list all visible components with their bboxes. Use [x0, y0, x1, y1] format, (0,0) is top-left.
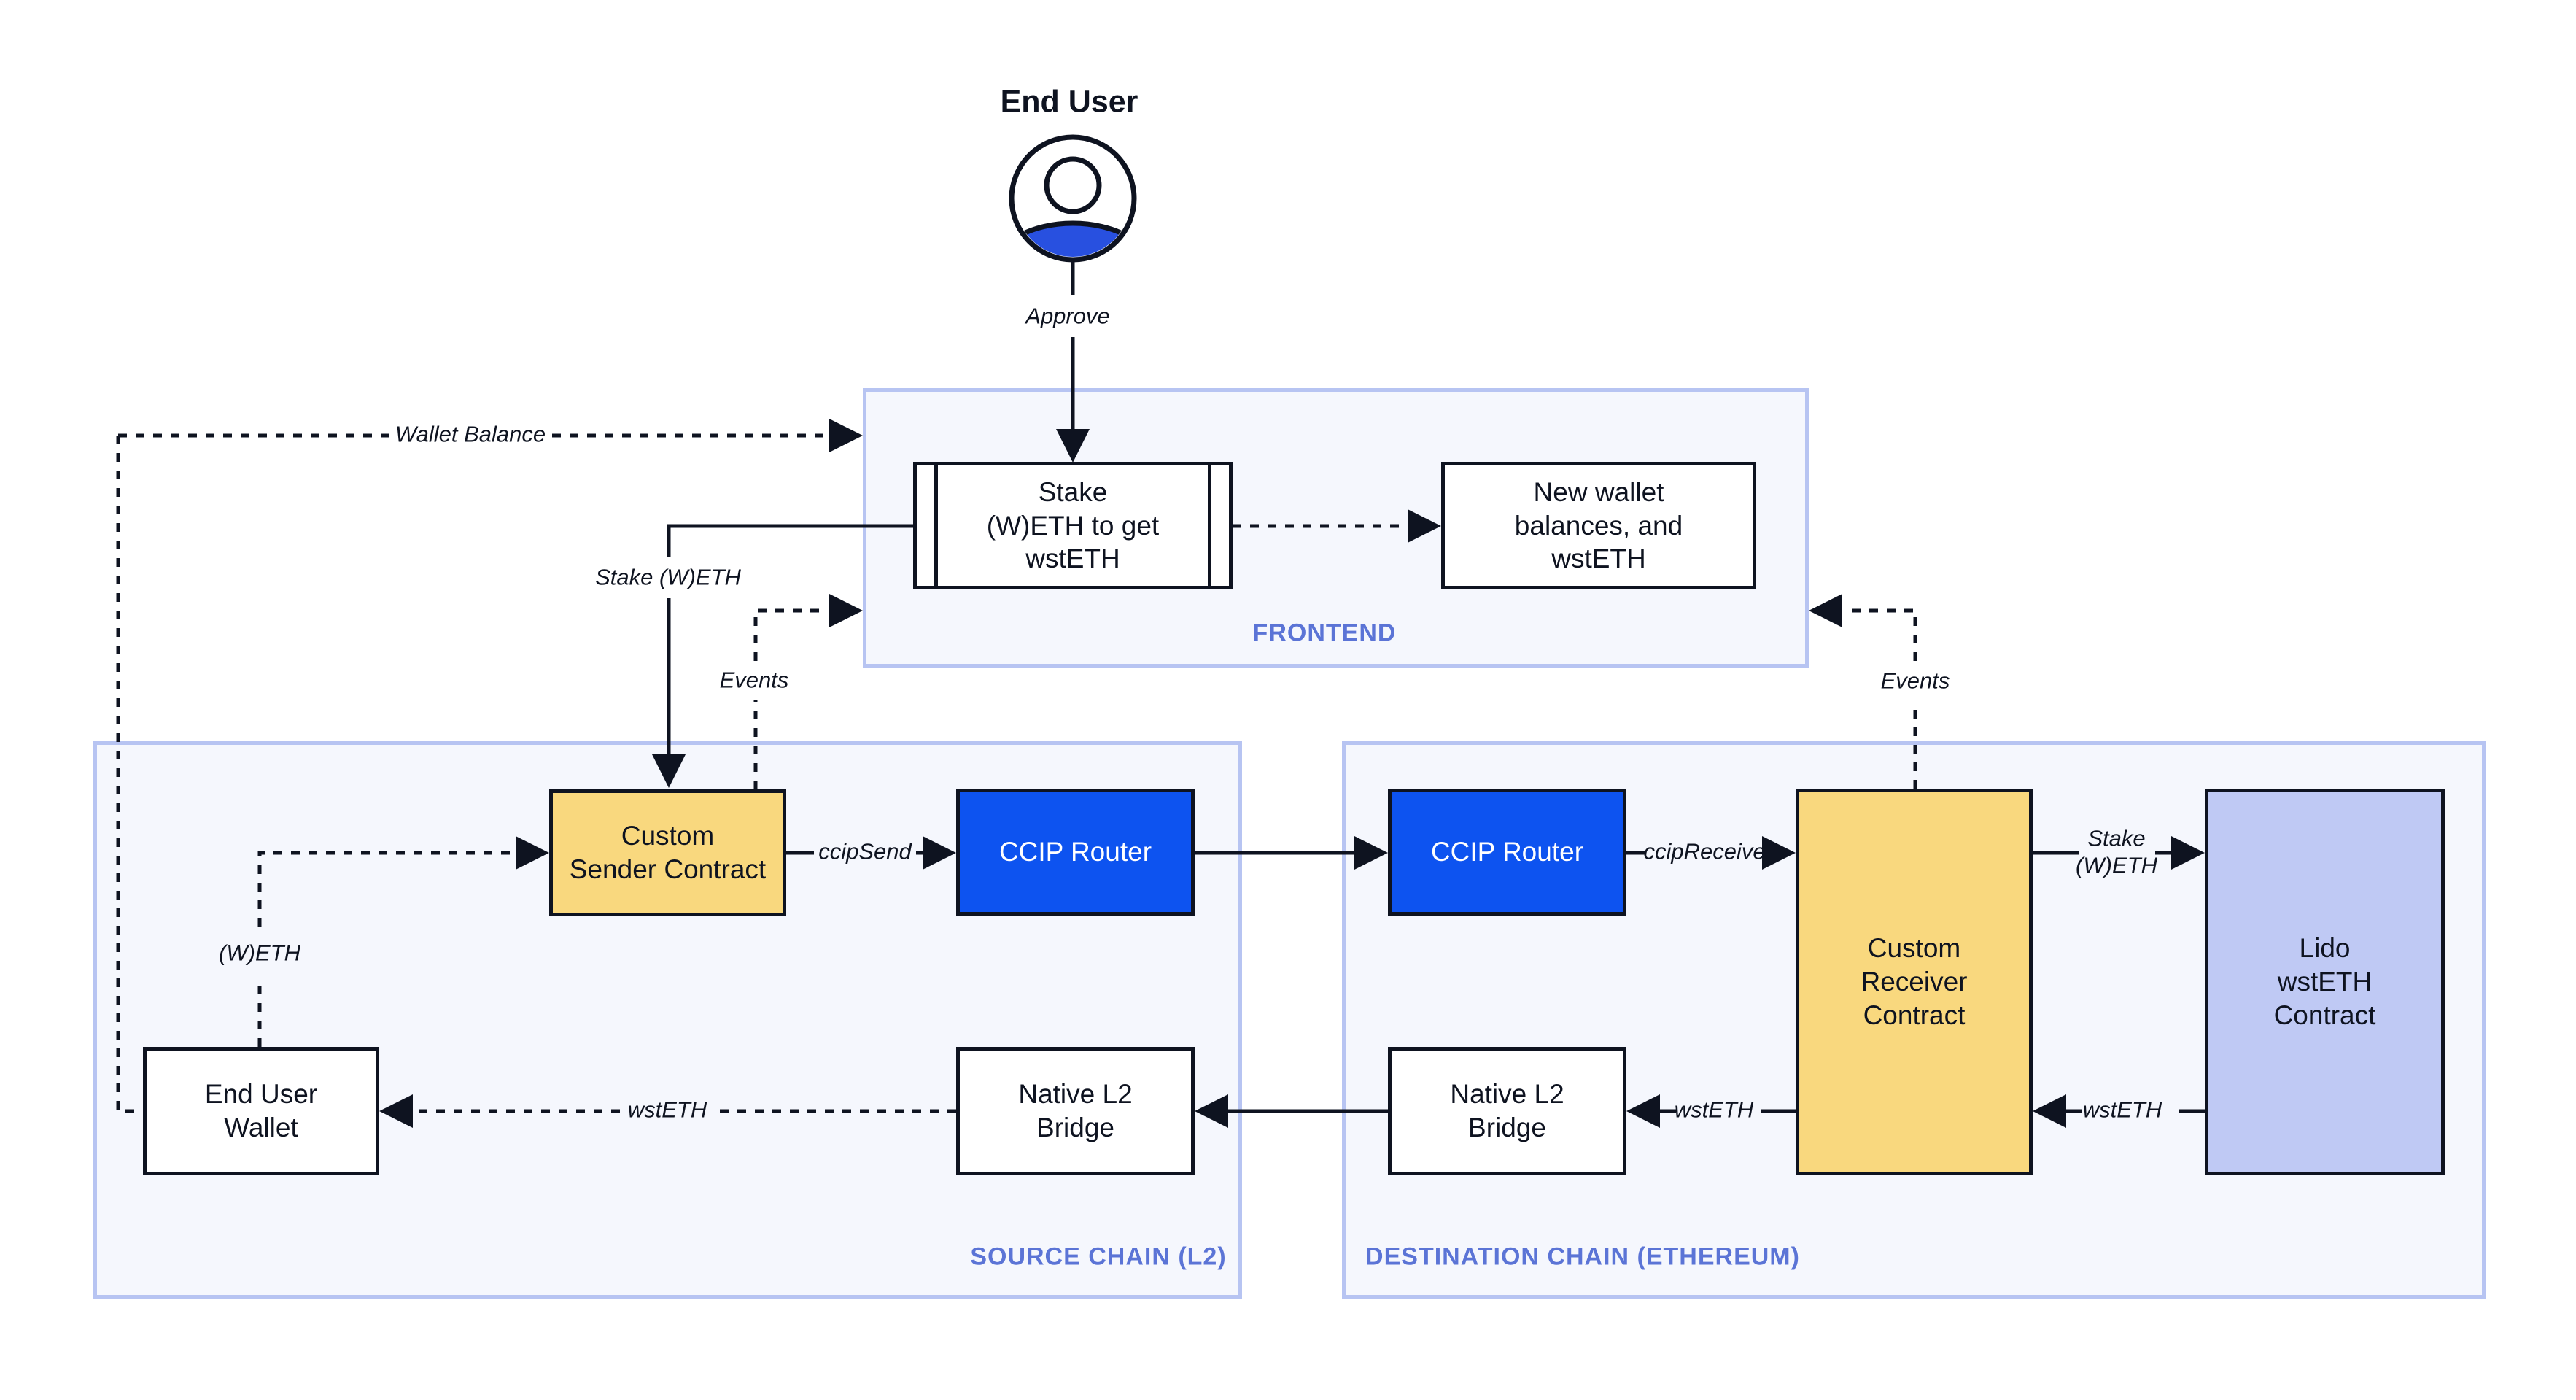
user-icon-head [1044, 156, 1102, 214]
arrowhead-right-lido [2171, 836, 2205, 870]
arrowhead-down-sender [652, 754, 686, 788]
wallet-balance-down-dashed [116, 436, 143, 1113]
ccipreceive-label: ccipReceive [1643, 838, 1766, 865]
bridge-line: Bridge [1468, 1113, 1546, 1142]
predefined-process-bar-right [1208, 465, 1211, 586]
approve-label: Approve [1025, 303, 1110, 329]
predefined-process-bar-left [934, 465, 938, 586]
arrowhead-right-frontend [829, 419, 863, 452]
lido-line: Lido [2299, 933, 2351, 964]
bridge-line: Native L2 [1450, 1079, 1564, 1110]
lido-wsteth-contract: Lido wstETH Contract [2205, 789, 2445, 1175]
frontend-label: FRONTEND [1252, 619, 1397, 647]
router-label: CCIP Router [998, 837, 1152, 867]
wsteth-to-bridge-label: wstETH [1674, 1097, 1754, 1123]
native-l2-bridge-source: Native L2 Bridge [956, 1047, 1195, 1175]
end-user-wallet-box: End User Wallet [143, 1047, 379, 1175]
stake-box-line: wstETH [1025, 544, 1120, 574]
stake-weth-box: Stake (W)ETH to get wstETH [913, 462, 1233, 589]
new-wallet-balances-box: New wallet balances, and wstETH [1441, 462, 1756, 589]
arrowhead-left-receiver [2033, 1094, 2066, 1128]
wsteth-to-wallet-label: wstETH [627, 1097, 707, 1123]
new-wallet-line: New wallet [1533, 476, 1664, 507]
lido-line: Contract [2273, 999, 2376, 1030]
new-wallet-line: wstETH [1551, 544, 1646, 574]
stake-weth-elbow-line [667, 524, 913, 759]
weth-label: (W)ETH [219, 940, 300, 966]
stake-box-line: (W)ETH to get [986, 510, 1160, 541]
ccipsend-label: ccipSend [818, 838, 912, 865]
events-left-label: Events [719, 667, 789, 693]
wallet-balance-label: Wallet Balance [395, 421, 546, 447]
arrowhead-left-bridge-r [1626, 1094, 1660, 1128]
events-right-dashed [1845, 608, 1917, 789]
new-wallet-line: balances, and [1514, 510, 1683, 541]
arrowhead-right-newwallet [1408, 509, 1441, 543]
arrowhead-right-router-r [1354, 836, 1388, 870]
ccip-router-source: CCIP Router [956, 789, 1195, 916]
custom-receiver-contract: Custom Receiver Contract [1796, 789, 2033, 1175]
stake-box-line: Stake [1038, 476, 1108, 507]
arrowhead-left-wallet [379, 1094, 413, 1128]
end-user-title: End User [1000, 84, 1138, 120]
wallet-line: Wallet [224, 1113, 298, 1142]
stake-weth-dest-label: Stake (W)ETH [2076, 825, 2157, 878]
arrowhead-left-frontend [1809, 594, 1842, 627]
custom-sender-contract: Custom Sender Contract [549, 789, 786, 916]
arrowheads [379, 419, 2205, 1128]
destination-chain-label: DESTINATION CHAIN (ETHEREUM) [1365, 1242, 1800, 1271]
stake-weth-label: Stake (W)ETH [595, 564, 741, 590]
arrowhead-right-receiver [1762, 836, 1796, 870]
native-l2-bridge-destination: Native L2 Bridge [1388, 1047, 1626, 1175]
arrowhead-right-events [829, 594, 863, 627]
arrowhead-down-stake [1056, 429, 1090, 463]
arrowhead-right-sender [516, 836, 549, 870]
source-chain-label: SOURCE CHAIN (L2) [970, 1242, 1227, 1271]
sender-line: Sender Contract [569, 854, 767, 884]
events-right-label: Events [1880, 668, 1950, 694]
lido-line: wstETH [2277, 967, 2373, 997]
dashed-connectors [116, 433, 1917, 1113]
events-left-dashed [753, 608, 826, 789]
sender-line: Custom [621, 821, 715, 851]
arrowhead-left-bridge-l [1195, 1094, 1228, 1128]
wallet-line: End User [204, 1079, 318, 1110]
router-label: CCIP Router [1430, 837, 1584, 867]
arrowhead-right-router-l [923, 836, 956, 870]
bridge-line: Bridge [1036, 1113, 1114, 1142]
receiver-line: Receiver [1861, 967, 1968, 997]
ccip-router-destination: CCIP Router [1388, 789, 1626, 916]
bridge-line: Native L2 [1018, 1079, 1133, 1110]
wsteth-from-lido-label: wstETH [2082, 1097, 2162, 1123]
end-user-icon [1009, 134, 1137, 263]
weth-dashed [257, 851, 511, 1047]
receiver-line: Contract [1863, 999, 1966, 1030]
receiver-line: Custom [1867, 933, 1961, 964]
